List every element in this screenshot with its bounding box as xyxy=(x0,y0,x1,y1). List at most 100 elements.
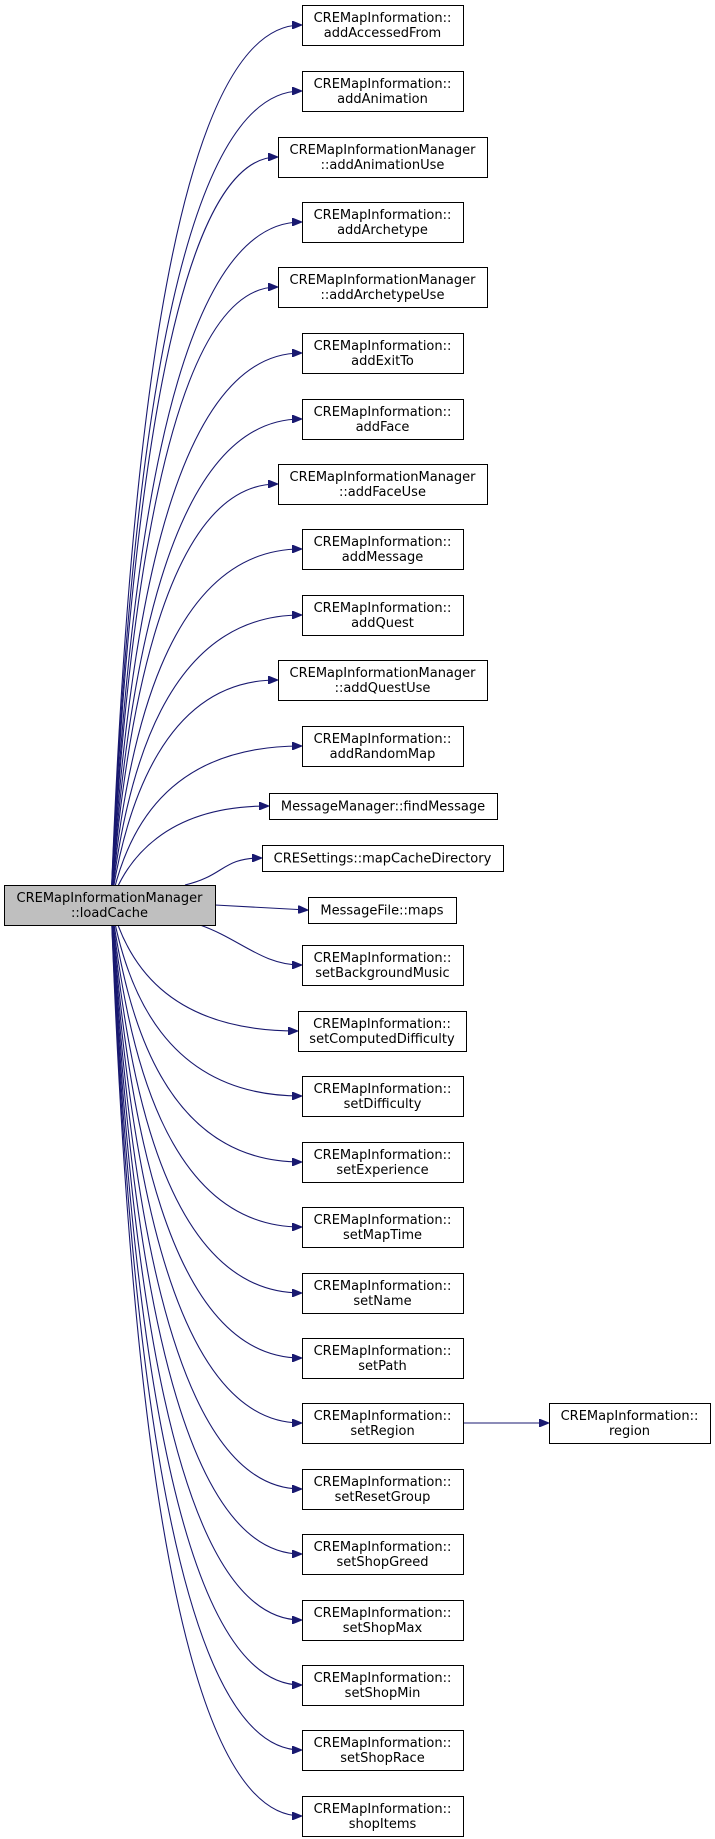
call-edge xyxy=(110,157,277,904)
call-edge xyxy=(110,746,301,904)
node-label-line: setShopMax xyxy=(343,1621,423,1636)
function-node-n2[interactable]: CREMapInformation::addAnimation xyxy=(302,71,464,112)
function-node-n13[interactable]: MessageManager::findMessage xyxy=(269,793,498,820)
node-label-line: CREMapInformation:: xyxy=(314,1540,452,1555)
function-node-n23[interactable]: CREMapInformation::setRegion xyxy=(302,1403,464,1444)
node-label-line: setShopGreed xyxy=(337,1555,429,1570)
call-edge xyxy=(110,91,301,904)
function-node-n19[interactable]: CREMapInformation::setExperience xyxy=(302,1142,464,1183)
function-node-n11[interactable]: CREMapInformationManager::addQuestUse xyxy=(278,660,488,701)
function-node-n5[interactable]: CREMapInformationManager::addArchetypeUs… xyxy=(278,267,488,308)
function-node-n18[interactable]: CREMapInformation::setDifficulty xyxy=(302,1076,464,1117)
node-box xyxy=(4,885,216,926)
node-label-line: addFace xyxy=(356,420,410,435)
call-edge xyxy=(184,858,261,886)
function-node-n12[interactable]: CREMapInformation::addRandomMap xyxy=(302,726,464,767)
node-label-line: CREMapInformation:: xyxy=(314,601,452,616)
node-label-line: addAccessedFrom xyxy=(324,26,441,41)
call-edges xyxy=(110,25,548,1816)
node-label-line: CREMapInformation:: xyxy=(314,208,452,223)
node-box xyxy=(302,1338,464,1379)
call-edge xyxy=(110,615,301,904)
call-edge xyxy=(110,902,301,1554)
node-label-line: setResetGroup xyxy=(335,1490,431,1505)
node-box xyxy=(302,529,464,570)
node-box xyxy=(302,1534,464,1575)
function-node-n24[interactable]: CREMapInformation::setResetGroup xyxy=(302,1469,464,1510)
call-edge xyxy=(110,419,301,904)
root-function-node[interactable]: CREMapInformationManager::loadCache xyxy=(4,885,216,926)
node-label-line: CREMapInformationManager xyxy=(290,143,477,158)
function-node-n27[interactable]: CREMapInformation::setShopMin xyxy=(302,1665,464,1706)
node-box xyxy=(302,1142,464,1183)
function-node-n26[interactable]: CREMapInformation::setShopMax xyxy=(302,1600,464,1641)
node-box xyxy=(302,399,464,440)
node-box xyxy=(302,1665,464,1706)
node-box xyxy=(302,5,464,46)
node-label-line: CREMapInformation:: xyxy=(314,1344,452,1359)
call-edge xyxy=(110,484,277,904)
node-box xyxy=(302,945,464,986)
function-node-n1[interactable]: CREMapInformation::addAccessedFrom xyxy=(302,5,464,46)
function-node-n10[interactable]: CREMapInformation::addQuest xyxy=(302,595,464,636)
call-edge xyxy=(110,287,277,904)
node-box xyxy=(302,333,464,374)
node-box xyxy=(302,1469,464,1510)
node-label-line: setRegion xyxy=(350,1424,414,1439)
function-node-n25[interactable]: CREMapInformation::setShopGreed xyxy=(302,1534,464,1575)
node-box xyxy=(302,1403,464,1444)
function-node-n15[interactable]: MessageFile::maps xyxy=(308,897,457,924)
node-label-line: setShopMin xyxy=(345,1686,421,1701)
call-edge xyxy=(110,680,277,904)
function-node-n21[interactable]: CREMapInformation::setName xyxy=(302,1273,464,1314)
node-label-line: CREMapInformation:: xyxy=(314,732,452,747)
function-node-n7[interactable]: CREMapInformation::addFace xyxy=(302,399,464,440)
node-label-line: addQuest xyxy=(351,616,414,631)
call-edge xyxy=(110,902,301,1358)
function-node-n6[interactable]: CREMapInformation::addExitTo xyxy=(302,333,464,374)
node-label-line: CREMapInformation:: xyxy=(314,1671,452,1686)
function-node-n9[interactable]: CREMapInformation::addMessage xyxy=(302,529,464,570)
node-label-line: CREMapInformation:: xyxy=(314,1475,452,1490)
node-label-line: addMessage xyxy=(342,550,423,565)
node-label-line: CREMapInformation:: xyxy=(314,339,452,354)
node-box xyxy=(308,897,457,924)
function-node-n3[interactable]: CREMapInformationManager::addAnimationUs… xyxy=(278,137,488,178)
node-box xyxy=(298,1011,467,1052)
call-edge xyxy=(110,353,301,904)
node-box xyxy=(302,1730,464,1771)
function-node-n28[interactable]: CREMapInformation::setShopRace xyxy=(302,1730,464,1771)
node-label-line: setExperience xyxy=(336,1163,428,1178)
call-edge xyxy=(110,902,301,1227)
node-label-line: CREMapInformation:: xyxy=(314,77,452,92)
call-edge xyxy=(110,902,301,1293)
function-node-n14[interactable]: CRESettings::mapCacheDirectory xyxy=(262,845,504,872)
function-node-n8[interactable]: CREMapInformationManager::addFaceUse xyxy=(278,464,488,505)
node-box xyxy=(278,464,488,505)
node-box xyxy=(278,660,488,701)
node-label-line: CREMapInformation:: xyxy=(314,1279,452,1294)
node-label-line: MessageManager::findMessage xyxy=(281,800,485,815)
node-label-line: addExitTo xyxy=(351,354,414,369)
node-label-line: CREMapInformationManager xyxy=(290,470,477,485)
node-box xyxy=(302,202,464,243)
node-label-line: region xyxy=(609,1424,650,1439)
function-node-n17[interactable]: CREMapInformation::setComputedDifficulty xyxy=(298,1011,467,1052)
function-node-n22[interactable]: CREMapInformation::setPath xyxy=(302,1338,464,1379)
function-node-n29[interactable]: CREMapInformation::shopItems xyxy=(302,1796,464,1837)
function-node-n4[interactable]: CREMapInformation::addArchetype xyxy=(302,202,464,243)
node-label-line: shopItems xyxy=(349,1817,417,1832)
node-label-line: CREMapInformation:: xyxy=(313,1017,451,1032)
function-node-n16[interactable]: CREMapInformation::setBackgroundMusic xyxy=(302,945,464,986)
function-node-n30[interactable]: CREMapInformation::region xyxy=(549,1403,711,1444)
node-label-line: addAnimation xyxy=(337,92,428,107)
node-label-line: addRandomMap xyxy=(330,747,436,762)
node-label-line: MessageFile::maps xyxy=(320,904,443,919)
node-label-line: CREMapInformation:: xyxy=(314,1736,452,1751)
node-box xyxy=(302,71,464,112)
node-box xyxy=(269,793,498,820)
node-box xyxy=(302,1207,464,1248)
function-node-n20[interactable]: CREMapInformation::setMapTime xyxy=(302,1207,464,1248)
node-label-line: CREMapInformation:: xyxy=(561,1409,699,1424)
node-box xyxy=(302,1273,464,1314)
